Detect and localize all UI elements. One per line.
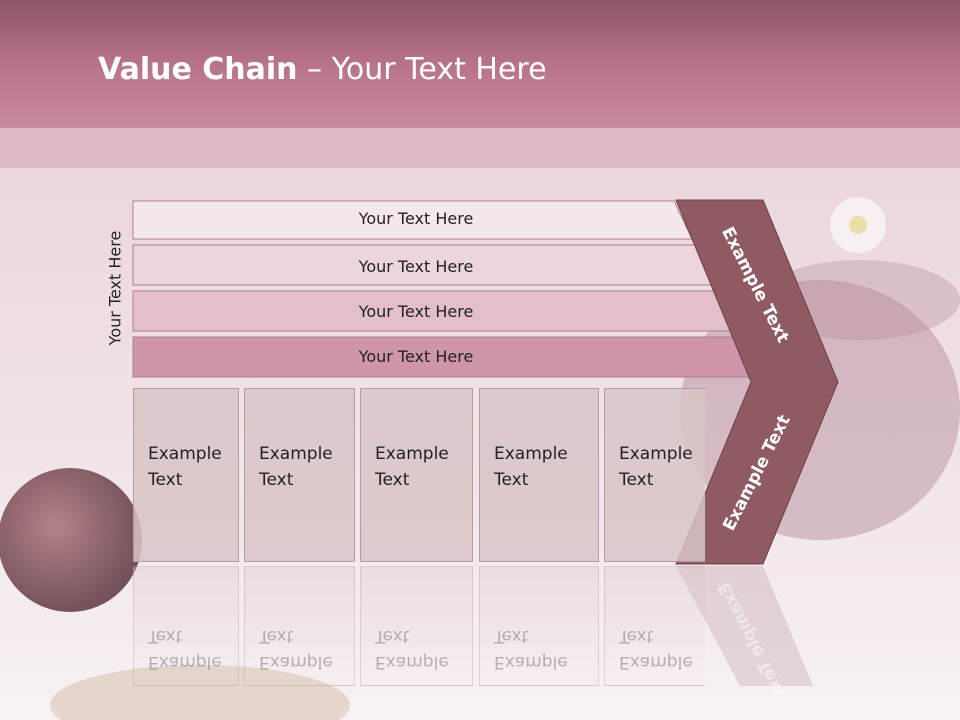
activity-box-reflection-2: Example Text (244, 566, 355, 686)
activity-box-text: Example Text (148, 444, 222, 490)
row-text-1: Your Text Here (358, 209, 474, 228)
reflection-text: Example Text (619, 626, 693, 672)
slide-title: Value Chain – Your Text Here (98, 52, 547, 87)
activity-box-2: Example Text (244, 388, 355, 562)
title-rest: – Your Text Here (297, 52, 547, 87)
activity-box-reflection-1: Example Text (133, 566, 239, 686)
activity-box-reflection-3: Example Text (360, 566, 473, 686)
activity-box-reflection-4: Example Text (479, 566, 599, 686)
row-text-2: Your Text Here (358, 257, 474, 276)
reflection-text: Example Text (259, 626, 333, 672)
activity-box-3: Example Text (360, 388, 473, 562)
activity-box-4: Example Text (479, 388, 599, 562)
activity-box-text: Example Text (619, 444, 693, 490)
chevron-arrow (675, 199, 839, 565)
row-text-3: Your Text Here (358, 302, 474, 321)
activity-box-text: Example Text (259, 444, 333, 490)
row-text-4: Your Text Here (358, 347, 474, 366)
title-bold: Value Chain (98, 52, 298, 87)
activity-box-reflection-5: Example Text (604, 566, 705, 686)
reflection-text: Example Text (375, 626, 449, 672)
reflection-text: Example Text (148, 626, 222, 672)
activity-box-5: Example Text (604, 388, 705, 562)
activity-box-text: Example Text (494, 444, 568, 490)
chevron-arrow-reflection (676, 566, 813, 686)
activity-box-1: Example Text (133, 388, 239, 562)
activity-box-text: Example Text (375, 444, 449, 490)
reflection-text: Example Text (494, 626, 568, 672)
